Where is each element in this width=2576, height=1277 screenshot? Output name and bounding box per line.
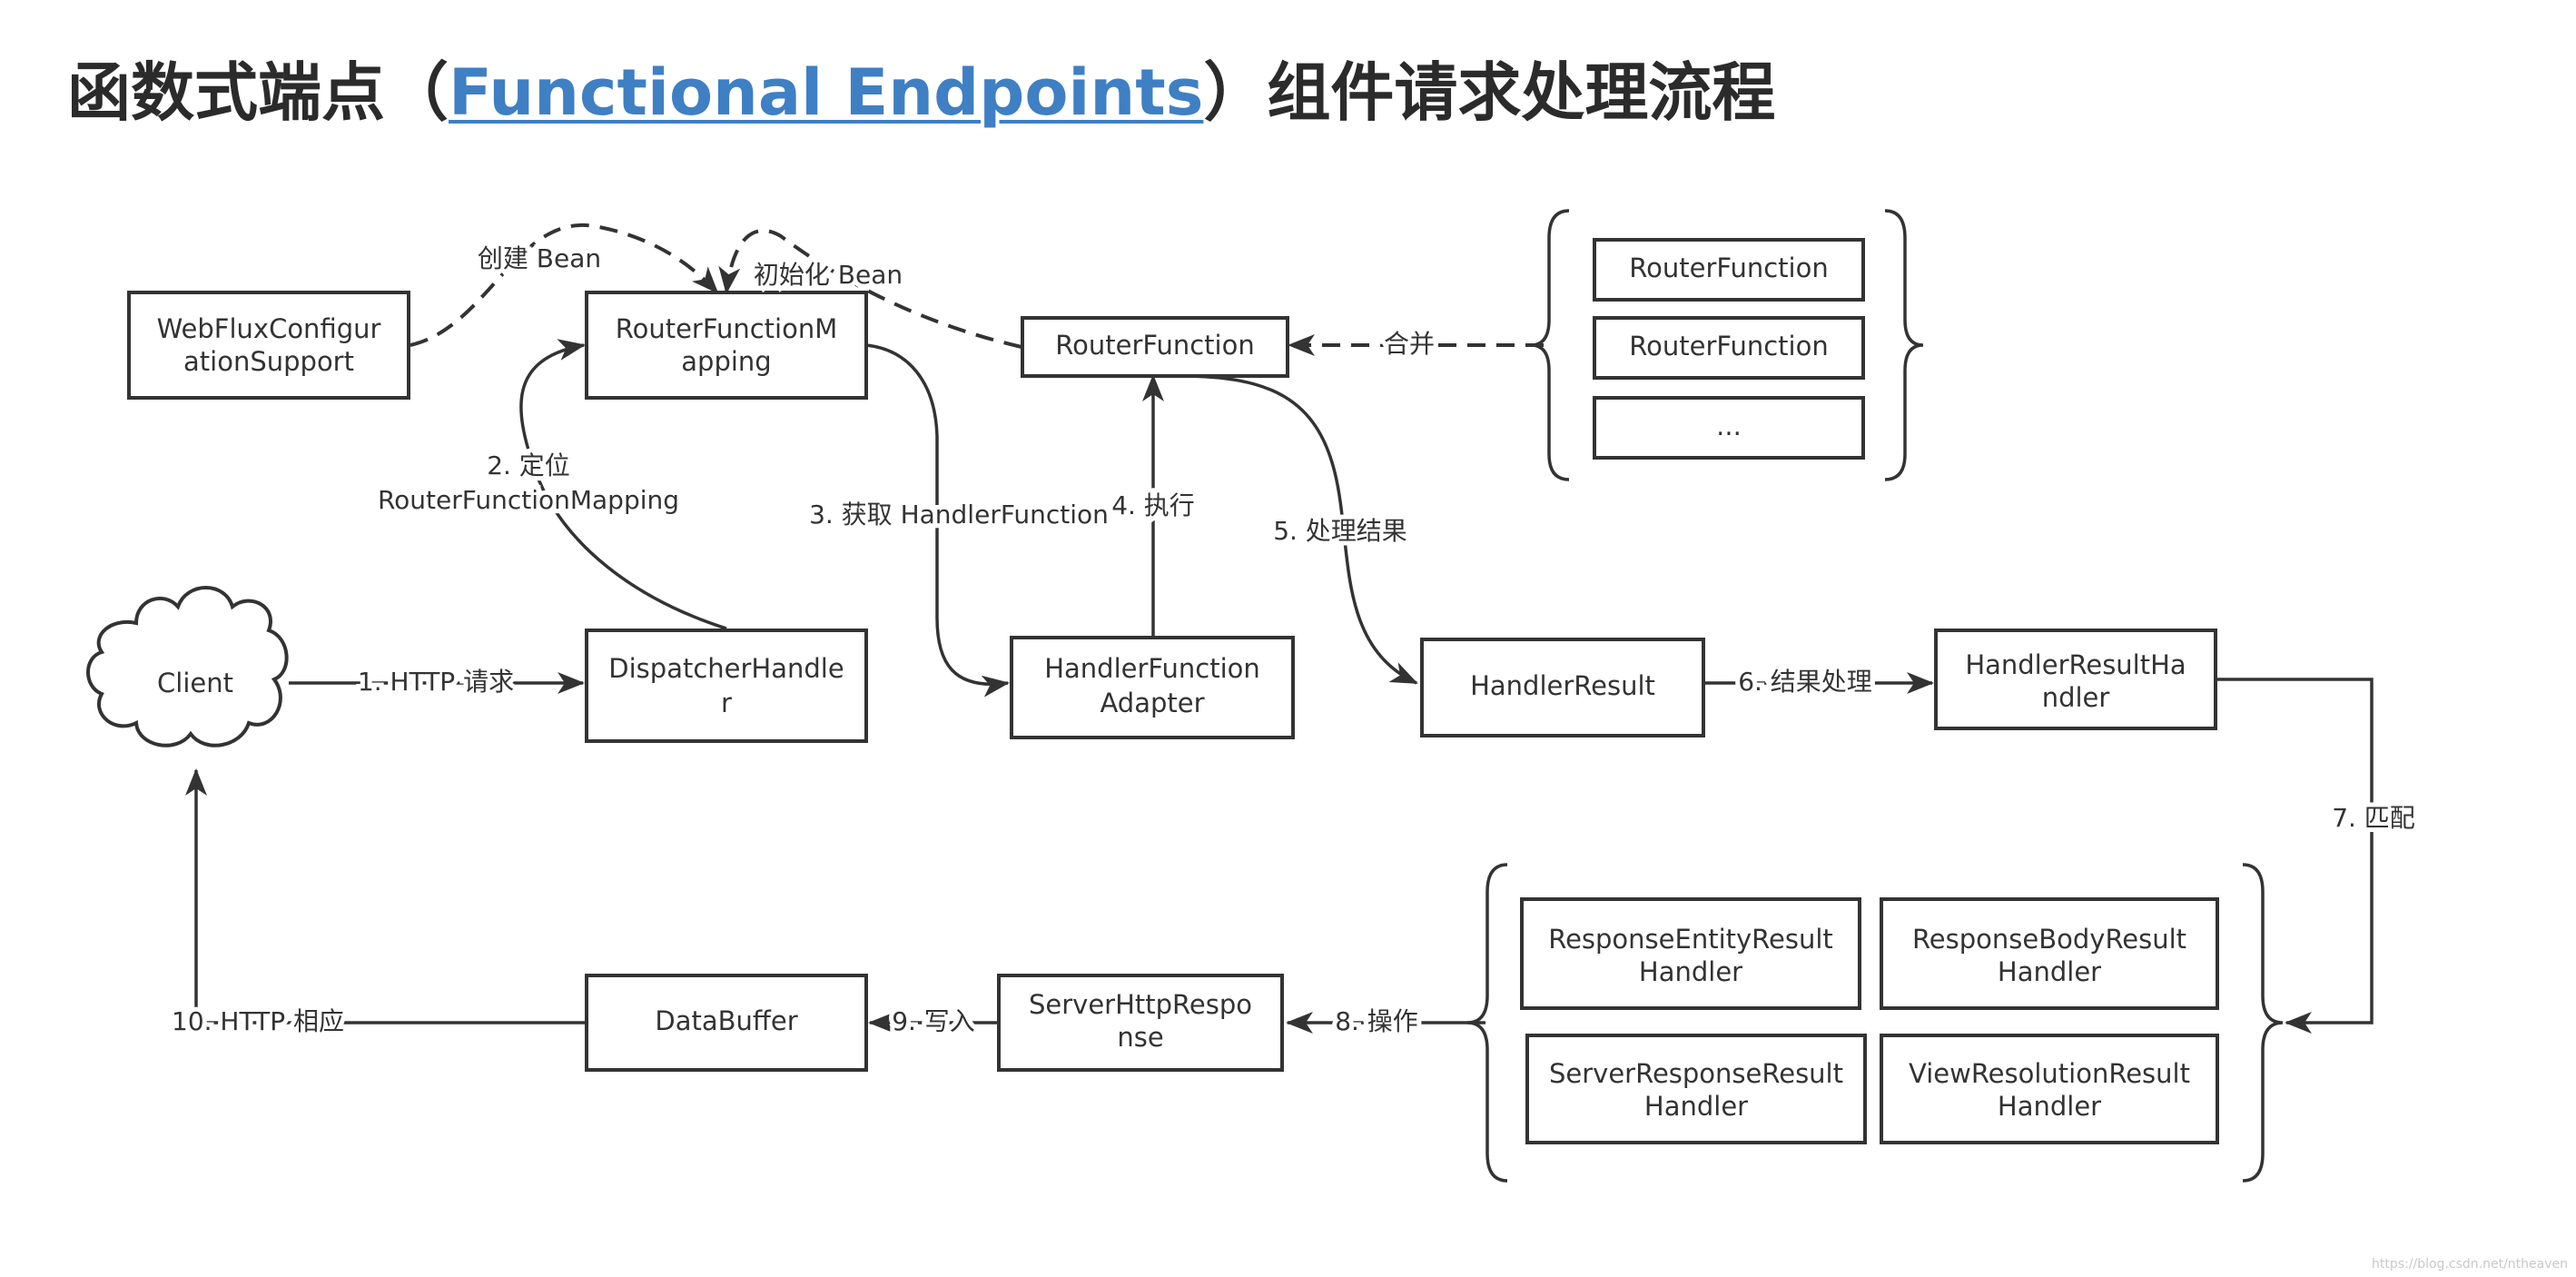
- result-handlers-right-brace: [2242, 863, 2284, 1183]
- routerfunctionmapping-line-2: apping: [681, 346, 771, 377]
- title-suffix: ）组件请求处理流程: [1203, 55, 1776, 130]
- webfluxconfigurationsupport-box[interactable]: WebFluxConfigur ationSupport: [127, 291, 410, 400]
- dispatcherhandler-line-1: DispatcherHandle: [608, 653, 844, 684]
- serverresponseresulthandler-line-2: Handler: [1644, 1091, 1748, 1122]
- serverhttpresponse-box[interactable]: ServerHttpRespo nse: [997, 974, 1284, 1072]
- routerfunction-label: RouterFunction: [1055, 330, 1254, 361]
- routerfunction-group-item-1[interactable]: RouterFunction: [1593, 238, 1865, 302]
- handlerfunctionadapter-box[interactable]: HandlerFunction Adapter: [1010, 636, 1295, 739]
- handlerresult-box[interactable]: HandlerResult: [1420, 638, 1705, 737]
- result-handlers-left-brace: [1466, 863, 1508, 1183]
- dispatcherhandler-box[interactable]: DispatcherHandle r: [585, 629, 868, 743]
- routerfunction-group-item-more-label: ...: [1716, 411, 1742, 441]
- locate-label-line-1: 2. 定位: [487, 450, 570, 480]
- client-cloud[interactable]: Client: [86, 586, 289, 747]
- responseentityresulthandler-line-2: Handler: [1639, 956, 1742, 987]
- viewresolutionresulthandler-box[interactable]: ViewResolutionResult Handler: [1880, 1034, 2219, 1144]
- get-handlerfunction-arrow: [865, 343, 1010, 698]
- routerfunctionmapping-box[interactable]: RouterFunctionM apping: [585, 291, 868, 400]
- serverresponseresulthandler-box[interactable]: ServerResponseResult Handler: [1525, 1034, 1867, 1144]
- responsebodyresulthandler-line-1: ResponseBodyResult: [1912, 924, 2186, 955]
- viewresolutionresulthandler-line-1: ViewResolutionResult: [1909, 1058, 2190, 1089]
- create-bean-arrow: [410, 223, 719, 347]
- http-request-label: 1. HTTP 请求: [358, 667, 514, 697]
- brackets: [1466, 209, 2284, 1183]
- databuffer-label: DataBuffer: [655, 1005, 797, 1036]
- serverresponseresulthandler-line-1: ServerResponseResult: [1549, 1058, 1843, 1089]
- create-bean-label: 创建 Bean: [478, 243, 601, 273]
- webfluxconfigurationsupport-line-1: WebFluxConfigur: [157, 313, 381, 344]
- routerfunction-group-item-1-label: RouterFunction: [1629, 252, 1828, 283]
- serverhttpresponse-line-2: nse: [1117, 1022, 1163, 1053]
- init-bean-label: 初始化 Bean: [754, 260, 903, 290]
- router-group-left-brace: [1530, 209, 1570, 481]
- process-result-arrow: [1179, 374, 1418, 685]
- handlerresulthandler-box[interactable]: HandlerResultHa ndler: [1934, 629, 2217, 730]
- boxes: WebFluxConfigur ationSupport RouterFunct…: [127, 238, 2219, 1144]
- edge-labels: 创建 Bean 初始化 Bean 合并 2. 定位 RouterFunction…: [167, 239, 2420, 1041]
- client-label: Client: [157, 668, 233, 698]
- handlerresulthandler-line-1: HandlerResultHa: [1965, 649, 2186, 680]
- operate-label: 8. 操作: [1335, 1006, 1418, 1036]
- merge-label: 合并: [1384, 329, 1435, 359]
- dispatcherhandler-line-2: r: [721, 688, 732, 718]
- responsebodyresulthandler-box[interactable]: ResponseBodyResult Handler: [1880, 897, 2219, 1010]
- get-handlerfunction-label: 3. 获取 HandlerFunction: [809, 500, 1109, 530]
- execute-label: 4. 执行: [1111, 490, 1195, 520]
- connectors: [185, 223, 2374, 1034]
- match-label: 7. 匹配: [2332, 803, 2415, 833]
- handlerfunctionadapter-line-2: Adapter: [1100, 688, 1204, 718]
- watermark: https://blog.csdn.net/ntheaven: [2372, 1257, 2568, 1272]
- locate-arrow: [519, 339, 727, 630]
- match-arrow: [2216, 678, 2374, 1034]
- cloud-shape: [86, 586, 289, 747]
- http-response-arrow: [185, 768, 588, 1025]
- routerfunctionmapping-line-1: RouterFunctionM: [616, 313, 837, 344]
- title-prefix: 函数式端点（: [67, 55, 449, 130]
- init-bean-arrow: [718, 228, 1022, 349]
- write-label: 9. 写入: [892, 1006, 975, 1036]
- locate-label-line-2: RouterFunctionMapping: [378, 485, 679, 515]
- page-title: 函数式端点（Functional Endpoints）组件请求处理流程: [67, 54, 1775, 131]
- result-handle-label: 6. 结果处理: [1738, 667, 1872, 697]
- http-response-label: 10. HTTP 相应: [172, 1006, 344, 1036]
- responseentityresulthandler-box[interactable]: ResponseEntityResult Handler: [1520, 897, 1861, 1010]
- routerfunction-group-item-2[interactable]: RouterFunction: [1593, 316, 1865, 380]
- handlerfunctionadapter-line-1: HandlerFunction: [1044, 653, 1260, 684]
- responseentityresulthandler-line-1: ResponseEntityResult: [1548, 924, 1833, 955]
- functional-endpoints-link[interactable]: Functional Endpoints: [449, 55, 1204, 130]
- routerfunction-box[interactable]: RouterFunction: [1021, 316, 1289, 378]
- responsebodyresulthandler-line-2: Handler: [1998, 956, 2101, 987]
- databuffer-box[interactable]: DataBuffer: [585, 974, 868, 1072]
- webfluxconfigurationsupport-line-2: ationSupport: [183, 346, 354, 377]
- router-group-right-brace: [1884, 209, 1924, 481]
- handlerresulthandler-line-2: ndler: [2042, 682, 2110, 713]
- handlerresult-label: HandlerResult: [1470, 670, 1655, 701]
- routerfunction-group-item-2-label: RouterFunction: [1629, 331, 1828, 361]
- viewresolutionresulthandler-line-2: Handler: [1998, 1091, 2101, 1122]
- routerfunction-group-item-more[interactable]: ...: [1593, 396, 1865, 460]
- serverhttpresponse-line-1: ServerHttpRespo: [1029, 989, 1252, 1020]
- process-result-label: 5. 处理结果: [1273, 516, 1407, 546]
